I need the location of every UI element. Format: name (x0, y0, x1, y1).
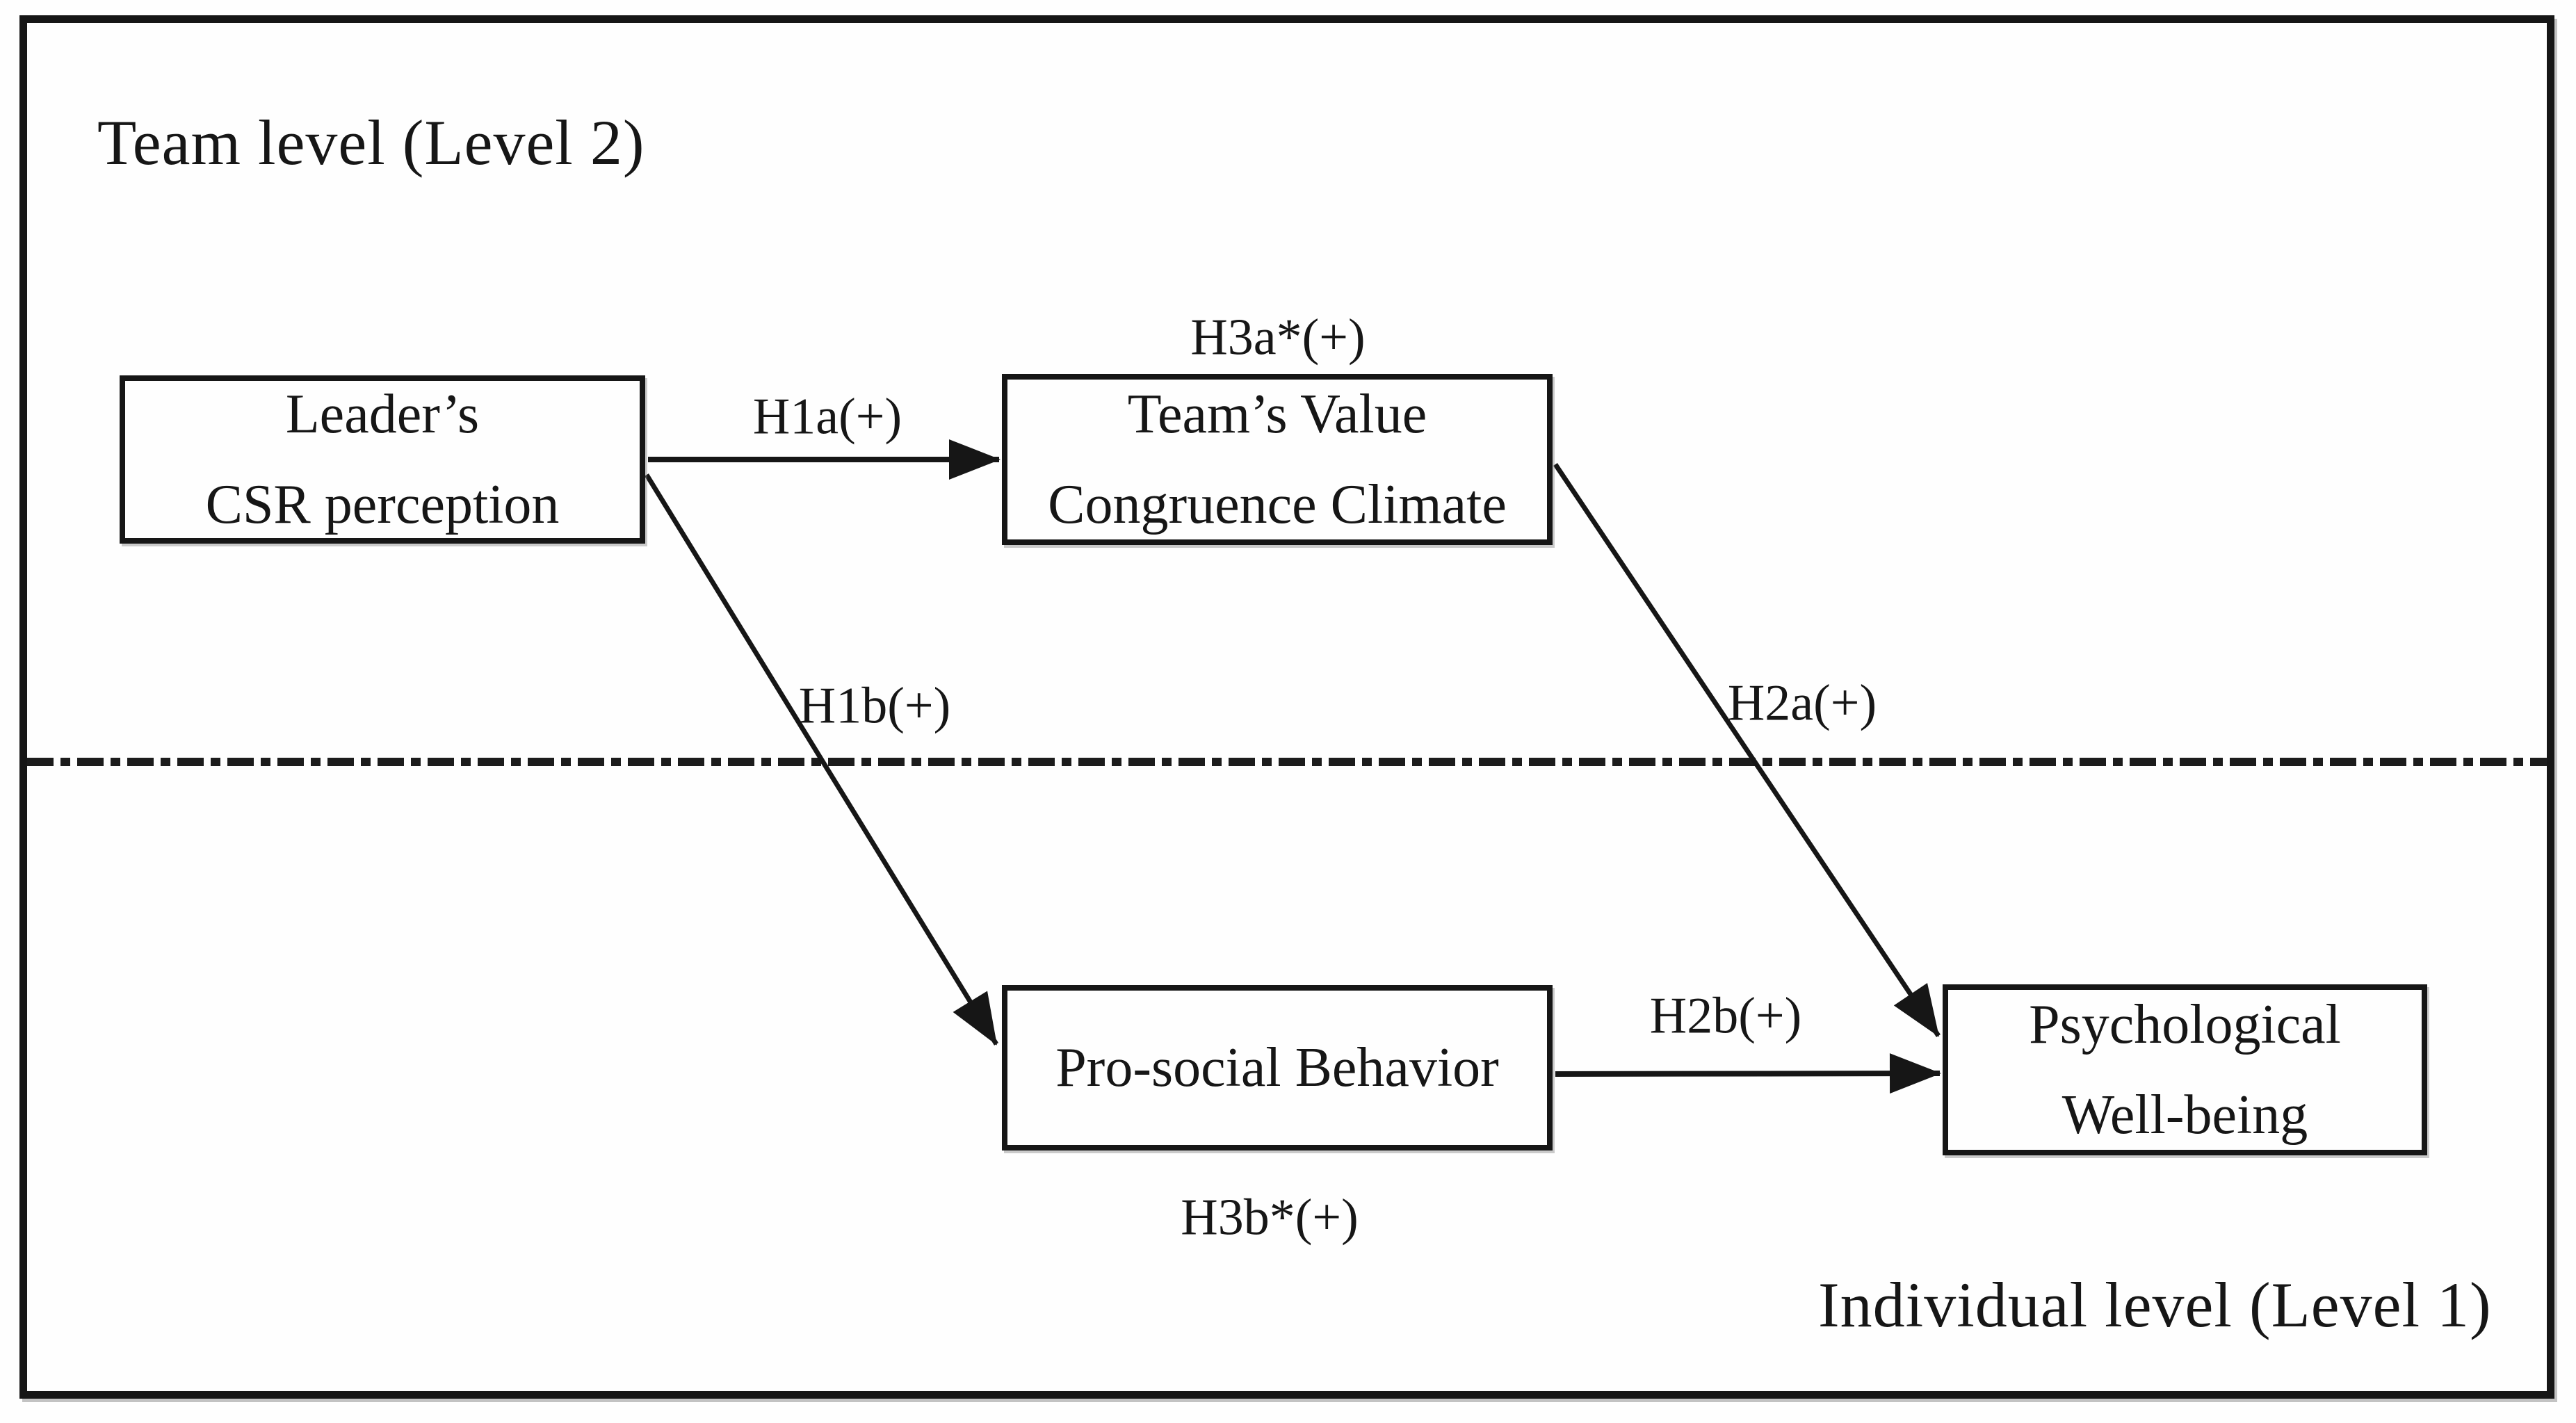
label-h2b: H2b(+) (1649, 987, 1802, 1045)
box-leader-csr-perception: Leader’s CSR perception (120, 375, 645, 544)
box-leader-line1: Leader’s (285, 384, 480, 445)
box-team-value-congruence-climate: Team’s Value Congruence Climate (1002, 374, 1553, 545)
box-team-line1: Team’s Value (1127, 384, 1427, 445)
arrow-h2a (1553, 463, 1941, 1037)
box-psych-line2: Well-being (2061, 1084, 2308, 1146)
label-h3b: H3b*(+) (1181, 1189, 1359, 1246)
box-psych-line1: Psychological (2029, 994, 2341, 1055)
arrow-h1b (645, 473, 998, 1046)
box-psychological-wellbeing: Psychological Well-being (1943, 984, 2427, 1155)
individual-level-label: Individual level (Level 1) (1818, 1269, 2492, 1340)
label-h3a: H3a*(+) (1190, 309, 1366, 366)
box-leader-line2: CSR perception (205, 474, 560, 535)
box-prosocial-line1: Pro-social Behavior (1055, 1037, 1499, 1098)
box-prosocial-behavior: Pro-social Behavior (1002, 985, 1553, 1150)
diagram-outer-border (19, 15, 2554, 1399)
label-h1a: H1a(+) (752, 388, 902, 446)
box-team-line2: Congruence Climate (1048, 474, 1507, 535)
team-level-label: Team level (Level 2) (97, 107, 645, 178)
label-h1b: H1b(+) (798, 677, 951, 735)
arrow-h2b (1555, 1053, 1941, 1094)
label-h2a: H2a(+) (1727, 674, 1877, 732)
